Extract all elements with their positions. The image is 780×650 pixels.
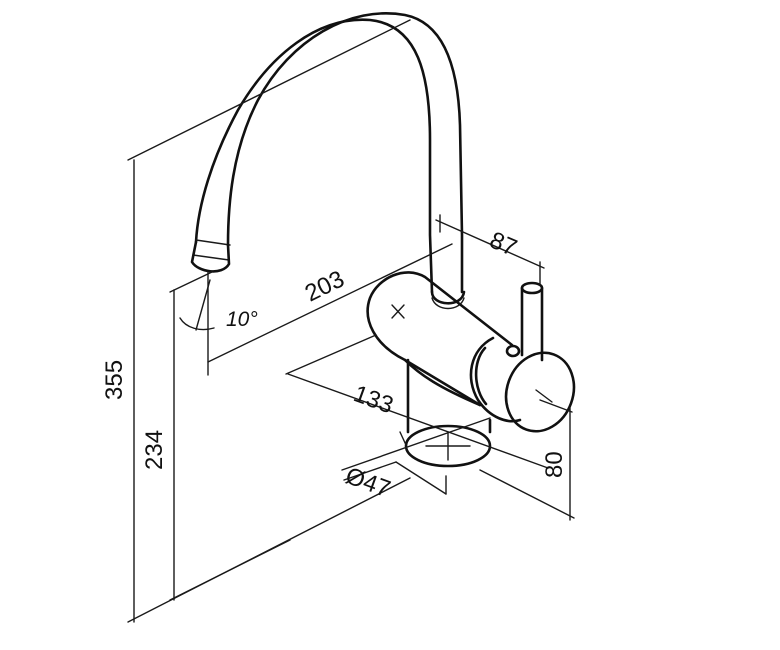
spout-nozzle (190, 240, 231, 273)
dimension-lines (127, 19, 575, 623)
lever-handle-top (520, 281, 544, 295)
dim-line-203 (207, 243, 453, 363)
spout-base-ring-lower (431, 297, 465, 310)
spout-base-ring (430, 290, 466, 305)
ext-line-133-right (539, 399, 573, 413)
ext-line-47-base (395, 461, 447, 495)
lever-handle (520, 286, 544, 362)
label-87: 87 (486, 227, 521, 262)
angle-arc (179, 317, 215, 331)
dim-line-133 (287, 373, 549, 469)
dim-line-47-upper (341, 417, 491, 471)
label-203: 203 (301, 266, 349, 308)
ext-line-80-bottom (479, 469, 575, 519)
end-cap-ring-inner (474, 346, 488, 406)
label-diameter: Ø47 (342, 462, 394, 503)
cap-center-mark-1 (535, 389, 553, 403)
base-center-mark (425, 431, 471, 461)
ext-line-47-left (399, 431, 407, 446)
dim-line-87 (435, 219, 545, 269)
faucet-outline (190, 12, 576, 468)
end-cap-ring (469, 336, 522, 423)
spout-collar-line-2 (192, 254, 230, 261)
body-end-cap (504, 351, 576, 433)
label-234: 234 (141, 430, 168, 470)
base-footprint-ellipse (404, 424, 492, 468)
body-lower-edge (403, 358, 482, 407)
base-pedestal (406, 358, 492, 434)
label-80: 80 (541, 451, 568, 478)
label-355: 355 (101, 360, 128, 400)
label-133: 133 (350, 380, 397, 419)
lever-pivot (505, 344, 521, 358)
spout-collar-line-1 (195, 239, 231, 246)
spout-outer-edge (194, 18, 434, 294)
body-center-mark (391, 304, 405, 319)
label-angle: 10° (226, 308, 258, 331)
ext-line-234-top (169, 271, 213, 293)
body-outline (366, 271, 514, 407)
ext-line-355-top (127, 19, 411, 161)
angle-line (195, 279, 211, 331)
dimension-labels: 355 234 203 10° 87 133 80 Ø47 (101, 227, 568, 503)
dim-line-47-lower (343, 461, 397, 481)
ext-line-234-bottom (169, 539, 291, 601)
spout-inner-edge (226, 12, 464, 294)
ext-line-133-left (285, 334, 377, 375)
